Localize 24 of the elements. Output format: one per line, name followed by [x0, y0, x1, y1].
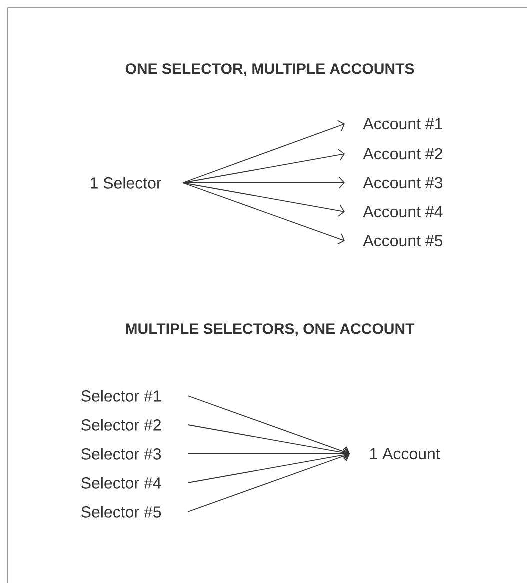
text-label: Selector #5 — [82, 506, 162, 518]
text-label: Account #3 — [363, 177, 443, 189]
text-label: Selector #1 — [82, 390, 161, 402]
arrow — [188, 450, 350, 512]
section-heading: ONE SELECTOR, MULTIPLE ACCOUNTS — [126, 64, 414, 76]
arrow — [182, 182, 345, 245]
text-label: Account #1 — [363, 118, 442, 130]
arrow — [188, 424, 350, 459]
text-label: Account #2 — [363, 148, 442, 160]
arrow — [188, 396, 350, 458]
arrow — [182, 120, 345, 184]
arrow — [188, 449, 350, 484]
arrow — [188, 448, 350, 460]
section-heading: MULTIPLE SELECTORS, ONE ACCOUNT — [126, 324, 415, 336]
text-label: Selector #3 — [82, 448, 162, 460]
text-label: Account #4 — [363, 206, 443, 218]
arrow — [182, 182, 345, 217]
text-label: 1 Selector — [90, 177, 162, 189]
text-label: 1 Account — [370, 448, 440, 460]
text-label: Selector #2 — [82, 419, 161, 431]
text-label: Selector #4 — [82, 477, 162, 489]
arrow — [182, 177, 345, 189]
text-label: Account #5 — [363, 235, 443, 247]
arrow — [182, 149, 345, 184]
